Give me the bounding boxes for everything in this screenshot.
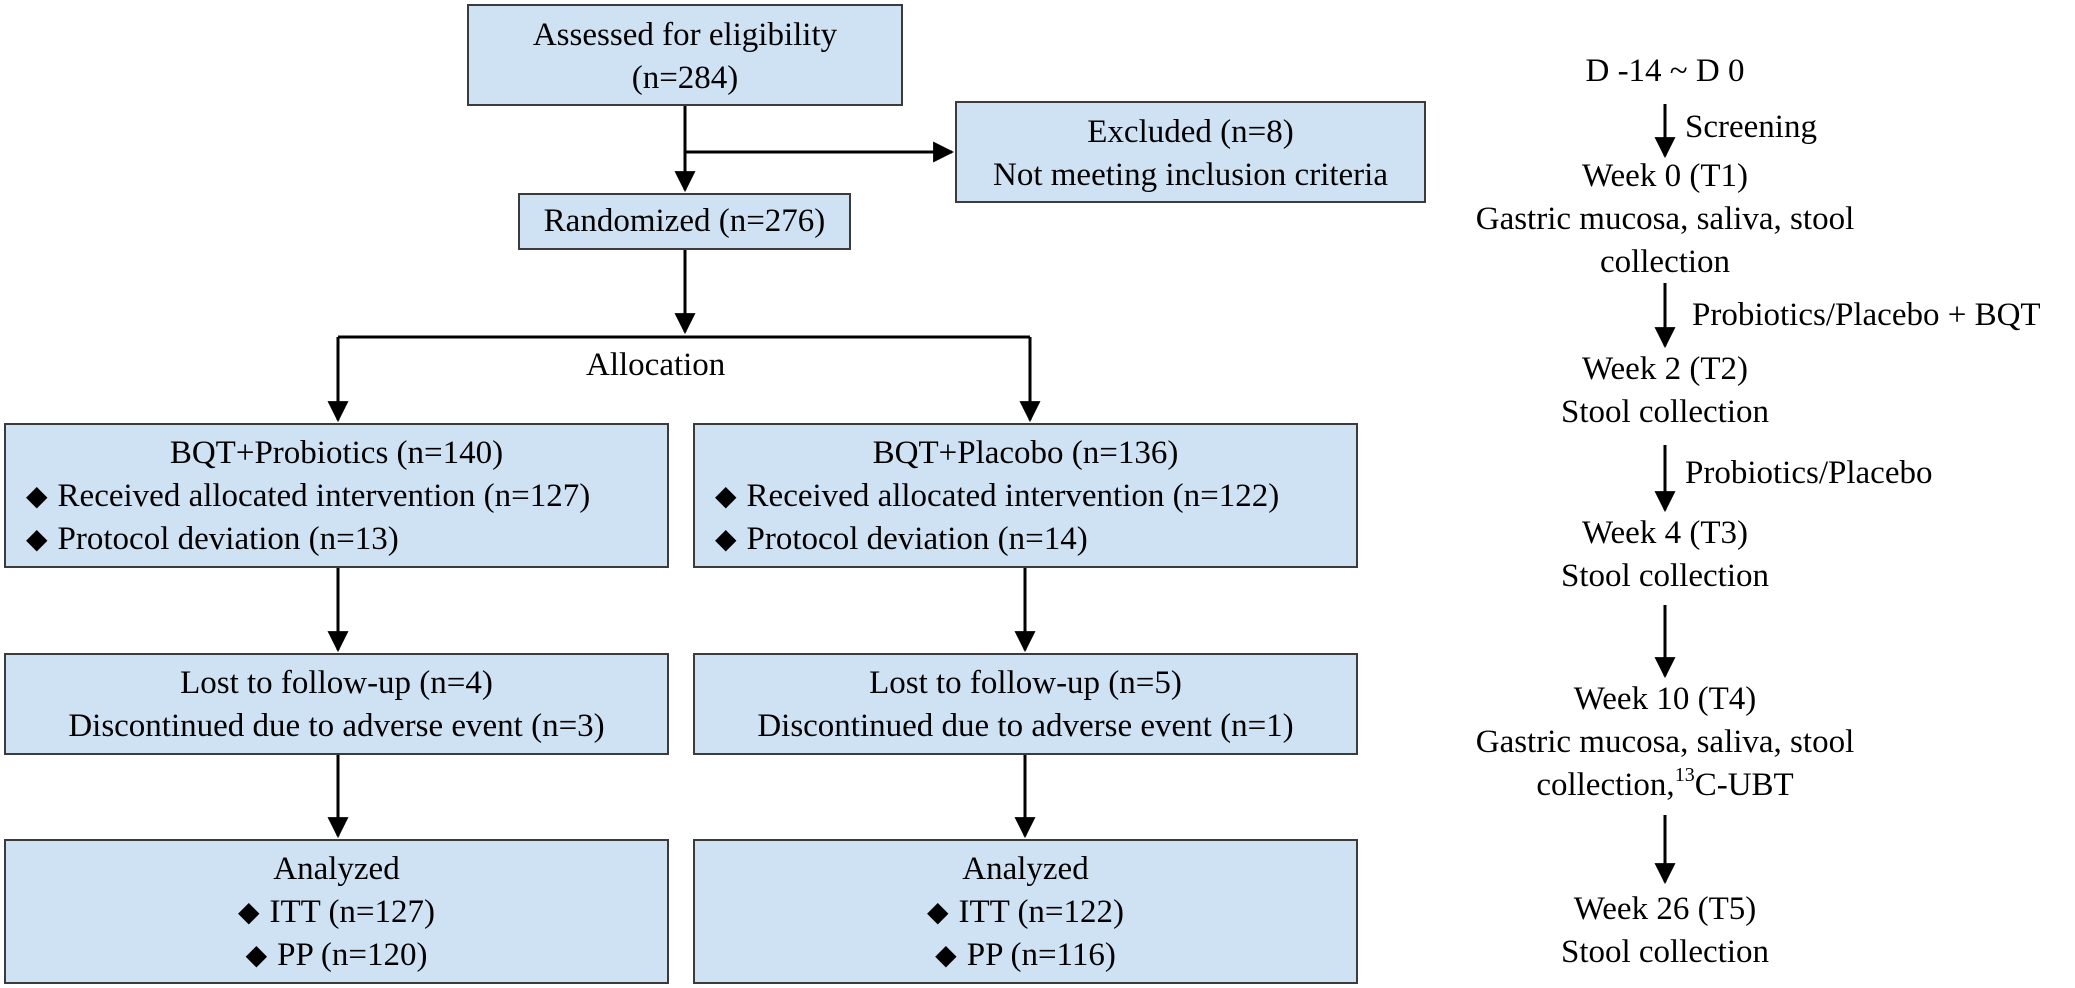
probiotics-lost-text: Lost to follow-up (n=4) — [180, 665, 493, 701]
t5-line1: Stool collection — [1560, 934, 1770, 970]
timeline-step-treatment: Probiotics/Placebo + BQT — [1692, 297, 2041, 333]
t2-title: Week 2 (T2) — [1582, 351, 1748, 387]
timeline-start: D -14 ~ D 0 — [1585, 53, 1745, 89]
diamond-bullet-icon: ◆ — [26, 524, 48, 555]
timeline-t4: Week 10 (T4) Gastric mucosa, saliva, sto… — [1440, 678, 1890, 807]
randomized-title: Randomized (n=276) — [543, 203, 826, 239]
excluded-title: Excluded (n=8) — [1087, 114, 1294, 150]
probiotics-deviation-item: ◆ Protocol deviation (n=13) — [26, 518, 667, 561]
probiotics-pp-item: ◆ PP (n=120) — [6, 934, 667, 977]
timeline-step-probiotics: Probiotics/Placebo — [1685, 455, 1933, 491]
t4-line2-pre: collection, — [1536, 767, 1675, 803]
timeline-step-screening: Screening — [1685, 109, 1817, 145]
diamond-bullet-icon: ◆ — [715, 481, 737, 512]
assessed-box: Assessed for eligibility (n=284) — [467, 4, 903, 106]
assessed-title: Assessed for eligibility — [532, 17, 838, 53]
timeline-t3: Week 4 (T3) Stool collection — [1555, 512, 1775, 598]
timeline-t2: Week 2 (T2) Stool collection — [1555, 348, 1775, 434]
diamond-bullet-icon: ◆ — [237, 897, 260, 928]
placebo-deviation-item: ◆ Protocol deviation (n=14) — [715, 518, 1356, 561]
excluded-reason: Not meeting inclusion criteria — [993, 157, 1388, 193]
probiotics-arm-box: BQT+Probiotics (n=140) ◆ Received allocat… — [4, 423, 669, 568]
t4-line2: collection,13C-UBT — [1440, 764, 1890, 807]
probiotics-analyzed-title: Analyzed — [273, 851, 400, 887]
assessed-count: (n=284) — [631, 60, 739, 96]
t4-line2-sup: 13 — [1674, 764, 1695, 786]
t2-line1: Stool collection — [1560, 394, 1770, 430]
t1-title: Week 0 (T1) — [1582, 158, 1748, 194]
diamond-bullet-icon: ◆ — [26, 481, 48, 512]
diamond-bullet-icon: ◆ — [926, 897, 949, 928]
probiotics-discontinued-text: Discontinued due to adverse event (n=3) — [68, 708, 605, 744]
probiotics-itt-item: ◆ ITT (n=127) — [6, 891, 667, 934]
placebo-received-item: ◆ Received allocated intervention (n=122) — [715, 475, 1356, 518]
probiotics-received-text: Received allocated intervention (n=127) — [57, 478, 591, 514]
diamond-bullet-icon: ◆ — [935, 940, 957, 971]
diamond-bullet-icon: ◆ — [245, 940, 268, 971]
timeline-t5: Week 26 (T5) Stool collection — [1535, 888, 1795, 974]
t4-title: Week 10 (T4) — [1573, 681, 1757, 717]
probiotics-analyzed-box: Analyzed ◆ITT (n=127) ◆PP (n=120) — [4, 839, 669, 984]
placebo-itt-item: ◆ ITT (n=122) — [695, 891, 1356, 934]
placebo-itt-text: ITT (n=122) — [958, 894, 1125, 930]
placebo-analyzed-title: Analyzed — [962, 851, 1089, 887]
placebo-followup-box: Lost to follow-up (n=5) Discontinued due… — [693, 653, 1358, 755]
probiotics-deviation-text: Protocol deviation (n=13) — [57, 521, 399, 557]
placebo-received-text: Received allocated intervention (n=122) — [746, 478, 1280, 514]
placebo-discontinued-text: Discontinued due to adverse event (n=1) — [757, 708, 1294, 744]
t1-line2: collection — [1599, 244, 1731, 280]
placebo-deviation-text: Protocol deviation (n=14) — [746, 521, 1088, 557]
placebo-pp-item: ◆ PP (n=116) — [695, 934, 1356, 977]
t3-line1: Stool collection — [1560, 558, 1770, 594]
placebo-pp-text: PP (n=116) — [966, 937, 1116, 973]
excluded-box: Excluded (n=8) Not meeting inclusion cri… — [955, 101, 1426, 203]
probiotics-itt-text: ITT (n=127) — [269, 894, 436, 930]
t4-line1: Gastric mucosa, saliva, stool — [1475, 724, 1855, 760]
diamond-bullet-icon: ◆ — [715, 524, 737, 555]
probiotics-followup-box: Lost to follow-up (n=4) Discontinued due… — [4, 653, 669, 755]
t5-title: Week 26 (T5) — [1573, 891, 1757, 927]
t3-title: Week 4 (T3) — [1582, 515, 1748, 551]
probiotics-arm-title: BQT+Probiotics (n=140) — [169, 435, 504, 471]
placebo-arm-box: BQT+Placobo (n=136) ◆ Received allocated … — [693, 423, 1358, 568]
randomized-box: Randomized (n=276) — [518, 193, 851, 250]
probiotics-received-item: ◆ Received allocated intervention (n=127) — [26, 475, 667, 518]
t4-line2-post: C-UBT — [1694, 767, 1794, 803]
placebo-arm-title: BQT+Placobo (n=136) — [872, 435, 1179, 471]
placebo-analyzed-box: Analyzed ◆ITT (n=122) ◆PP (n=116) — [693, 839, 1358, 984]
timeline-t1: Week 0 (T1) Gastric mucosa, saliva, stoo… — [1440, 155, 1890, 284]
allocation-label: Allocation — [586, 347, 726, 383]
probiotics-pp-text: PP (n=120) — [277, 937, 428, 973]
placebo-lost-text: Lost to follow-up (n=5) — [869, 665, 1182, 701]
t1-line1: Gastric mucosa, saliva, stool — [1475, 201, 1855, 237]
